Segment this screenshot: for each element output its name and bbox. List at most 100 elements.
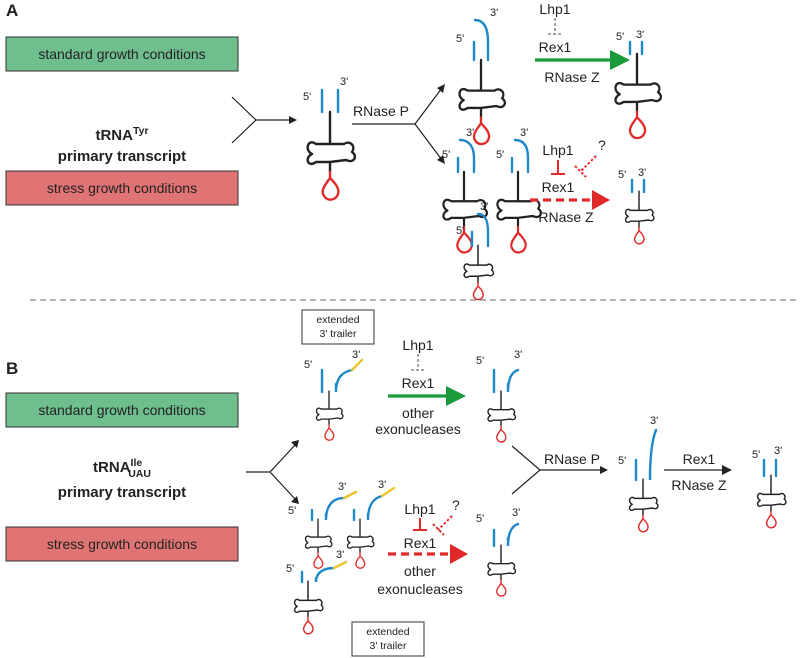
panel-b-stress2-3prime: 3' — [378, 479, 386, 491]
panel-b-stress-box — [5, 526, 239, 562]
panel-a-stress-mature-trna — [624, 178, 656, 245]
panel-a-letter: A — [6, 1, 18, 20]
panel-a-std-mature-5prime: 5' — [616, 31, 624, 43]
panel-a-std-3prime: 3' — [490, 7, 498, 19]
panel-a-stress-mature-5prime: 5' — [618, 169, 626, 181]
panel-b-primary-transcript: primary transcript — [58, 484, 186, 501]
panel-a-stress-trna-2 — [496, 138, 543, 254]
panel-a-red-arrowhead — [592, 190, 610, 210]
panel-a-converge-lines — [231, 96, 294, 144]
panel-a-split-arrowhead-up — [437, 84, 445, 93]
panel-b-stress3-3prime: 3' — [336, 549, 344, 561]
panel-b-question-inhibition — [432, 515, 453, 536]
panel-b-converge-arrowhead — [600, 466, 608, 474]
panel-b-stress-question: ? — [452, 497, 460, 513]
panel-b-rnase-p: RNase P — [544, 451, 600, 467]
panel-b-stress-product-5prime: 5' — [476, 513, 484, 525]
panel-a-stress-question: ? — [598, 137, 606, 153]
panel-b-stress-product-3prime: 3' — [512, 507, 520, 519]
panel-b-trailer-bottom-line1: extended — [366, 626, 409, 638]
panel-b-trailer-box-bottom — [351, 621, 425, 657]
panel-b-standard-trna — [315, 358, 364, 442]
panel-b-standard-box — [5, 392, 239, 428]
panel-b-rnasep-product-trna — [628, 428, 660, 533]
panel-a-std-mature-trna — [614, 40, 663, 140]
panel-b-letter: B — [6, 359, 18, 378]
panel-a-primary-transcript: primary transcript — [58, 148, 186, 165]
panel-a-stress2-5prime: 5' — [496, 149, 504, 161]
panel-b-stress3-5prime: 5' — [286, 563, 294, 575]
panel-a-std-rnase-z: RNase Z — [544, 69, 600, 85]
panel-b-std-product-3prime: 3' — [514, 349, 522, 361]
panel-b-diverge-arrowhead-down — [291, 496, 299, 504]
panel-b-green-arrowhead — [446, 386, 466, 406]
panel-b-std-lhp1: Lhp1 — [402, 337, 433, 353]
panel-b-stress-inhibition — [413, 518, 427, 531]
panel-b-final-rex1: Rex1 — [683, 451, 716, 467]
panel-b-stress-trna-2 — [346, 486, 396, 570]
panel-a-stress-inhibition — [551, 160, 565, 175]
panel-b-final-rnase-z: RNase Z — [671, 477, 727, 493]
panel-a-question-inhibition — [574, 155, 597, 178]
panel-b-std-product-trna — [486, 368, 520, 444]
panel-a-std-rex1: Rex1 — [539, 39, 572, 55]
panel-b-std-3prime: 3' — [352, 349, 360, 361]
panel-a-std-5prime: 5' — [456, 33, 464, 45]
panel-b-stress1-5prime: 5' — [288, 505, 296, 517]
panel-b-stress-trna-3 — [293, 560, 348, 635]
panel-b-standard-label: standard growth conditions — [38, 402, 205, 418]
panel-a-trna-name: tRNATyr — [95, 125, 148, 144]
panel-b-trailer-top-line1: extended — [316, 314, 359, 326]
panel-a-green-arrowhead — [610, 50, 630, 70]
panel-a-stress-rnase-z: RNase Z — [538, 209, 594, 225]
panel-a-standard-box — [5, 36, 239, 72]
panel-b-std-other: other — [402, 405, 434, 421]
panel-b-stress-other: other — [404, 563, 436, 579]
panel-b-stress-lhp1: Lhp1 — [404, 501, 435, 517]
panel-b-red-arrowhead — [450, 544, 468, 564]
panel-b-stress-trna-1 — [304, 490, 358, 570]
panel-a-primary-trna — [306, 88, 357, 201]
panel-a-primary-3prime: 3' — [340, 76, 348, 88]
panel-a-standard-label: standard growth conditions — [38, 46, 205, 62]
panel-b-std-exonucleases: exonucleases — [375, 421, 461, 437]
panel-b-trailer-box-top — [301, 309, 375, 345]
panel-a-stress-label: stress growth conditions — [47, 180, 197, 196]
panel-a-stress-box — [5, 170, 239, 206]
panel-b-stress-label: stress growth conditions — [47, 536, 197, 552]
panel-b-stress-product-trna — [486, 522, 520, 598]
panel-a-split-lines — [352, 87, 443, 161]
panel-a-split-arrowhead-down — [437, 155, 445, 164]
panel-a-stress3-3prime: 3' — [480, 201, 488, 213]
panel-a-std-mature-3prime: 3' — [636, 29, 644, 41]
panel-b-rnasep-5prime: 5' — [618, 455, 626, 467]
panel-a-stress-rex1: Rex1 — [542, 179, 575, 195]
panel-a-primary-5prime: 5' — [303, 91, 311, 103]
panel-a-converge-arrowhead — [289, 116, 297, 124]
panel-a-stress-trna-3 — [463, 212, 495, 301]
panel-a-stress3-5prime: 5' — [456, 225, 464, 237]
panel-b-final-5prime: 5' — [752, 449, 760, 461]
panel-b-stress1-3prime: 3' — [338, 481, 346, 493]
panel-a-stress2-3prime: 3' — [520, 127, 528, 139]
panel-b-final-3prime: 3' — [774, 445, 782, 457]
panel-b-converge-lines — [511, 445, 604, 495]
panel-a-std-inhibition — [548, 18, 562, 35]
panel-b-std-inhibition — [411, 354, 425, 371]
panel-b-final-arrowhead — [722, 465, 732, 475]
panel-a-stress1-5prime: 5' — [442, 149, 450, 161]
panel-a-standard-trna — [458, 18, 507, 146]
panel-b-trailer-bottom-line2: 3' trailer — [369, 640, 407, 652]
panel-b-std-5prime: 5' — [304, 359, 312, 371]
panel-b-stress-rex1: Rex1 — [404, 535, 437, 551]
panel-a-rnase-p: RNase P — [353, 103, 409, 119]
panel-b-diverge-lines — [246, 443, 297, 501]
panel-a-stress-mature-3prime: 3' — [638, 167, 646, 179]
panel-a-std-lhp1: Lhp1 — [539, 1, 570, 17]
panel-b-trailer-top-line2: 3' trailer — [319, 328, 357, 340]
panel-a-stress-trna-1 — [442, 138, 489, 254]
panel-a-stress1-3prime: 3' — [466, 127, 474, 139]
